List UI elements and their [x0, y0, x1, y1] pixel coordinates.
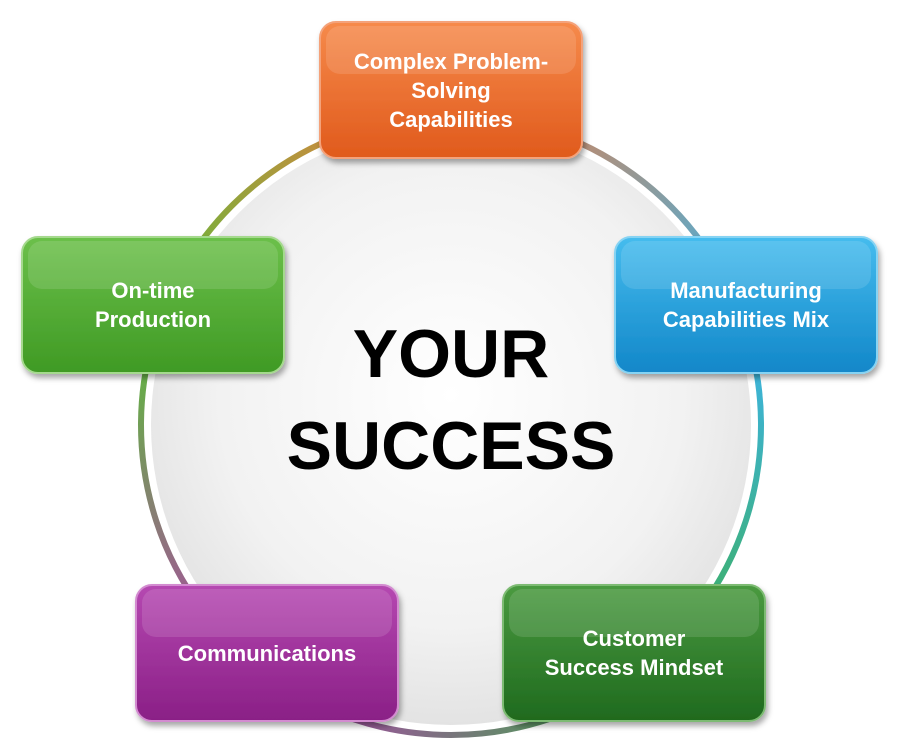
- node-label-customer-success-mindset: Customer Success Mindset: [544, 626, 724, 680]
- node-box-customer-success-mindset: [502, 584, 766, 722]
- node-label-communications: Communications: [177, 640, 357, 666]
- node-label-on-time-production: On-time Production: [94, 278, 212, 332]
- center-title: YOUR SUCCESS: [286, 316, 616, 484]
- node-box-on-time-production: [21, 236, 285, 374]
- node-label-complex-problem-solving: Complex Problem- Solving Capabilities: [353, 48, 549, 132]
- node-box-communications: [135, 584, 399, 722]
- node-label-manufacturing-capabilities-mix: Manufacturing Capabilities Mix: [662, 278, 830, 332]
- node-box-complex-problem-solving: [319, 21, 583, 159]
- node-box-manufacturing-capabilities-mix: [614, 236, 878, 374]
- center-disc: [151, 125, 751, 725]
